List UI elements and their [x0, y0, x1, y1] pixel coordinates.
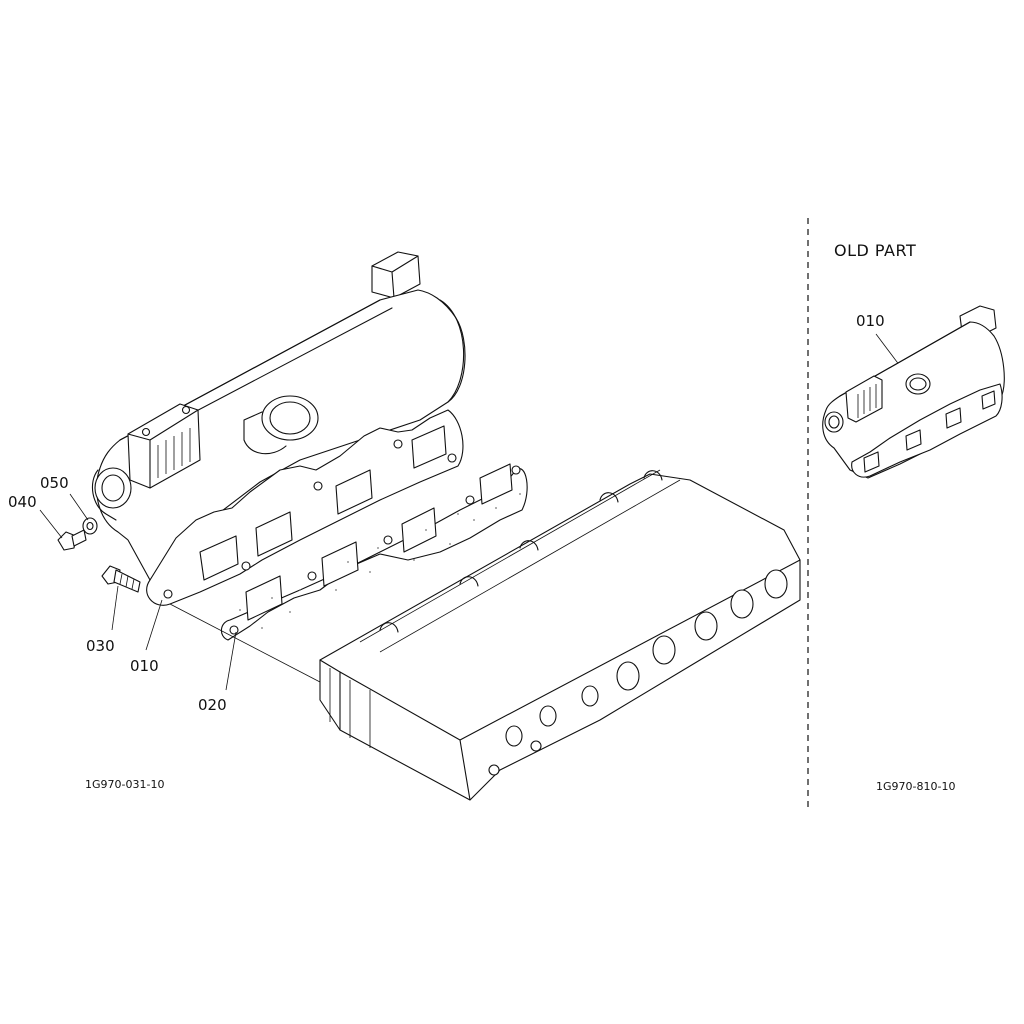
old-exhaust-manifold-010[interactable]: [822, 305, 1005, 479]
callout-030: 030: [86, 637, 115, 655]
cylinder-head: [319, 469, 801, 801]
figure-code-main: 1G970-031-10: [85, 778, 164, 791]
callout-050: 050: [40, 474, 69, 492]
exhaust-manifold-010[interactable]: [91, 251, 466, 606]
washer-050[interactable]: [82, 517, 98, 535]
old-part-heading: OLD PART: [834, 241, 916, 260]
callout-010-old: 010: [856, 312, 885, 330]
callout-010: 010: [130, 657, 159, 675]
manifold-gasket-020[interactable]: [220, 463, 528, 641]
figure-code-old: 1G970-810-10: [876, 780, 955, 793]
bolt-040[interactable]: [57, 529, 87, 551]
callout-leaders: [39, 493, 237, 691]
callout-040: 040: [8, 493, 37, 511]
callout-leader-old: [875, 333, 901, 367]
gasket-texture: [239, 493, 521, 629]
alignment-line: [169, 603, 321, 683]
callout-020: 020: [198, 696, 227, 714]
bolt-030[interactable]: [101, 565, 141, 593]
